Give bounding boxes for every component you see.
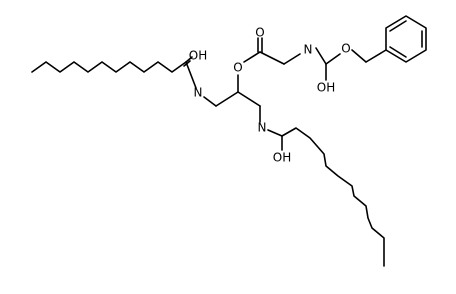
- atom-oh-amide-left: OH: [189, 49, 207, 63]
- atom-n-amide-left: N: [194, 86, 203, 100]
- atom-o-ester-carbonyl: O: [255, 26, 264, 40]
- o-carbonyl-carbon-bond: [243, 51, 261, 63]
- left-amide-co-bond: [185, 56, 193, 63]
- ch-ch2-right-bond: [237, 91, 261, 107]
- atom-nh-glycine: N: [304, 43, 313, 57]
- carbamate-c-o-bond: [325, 53, 341, 65]
- o-benzyl-ch2-bond: [351, 49, 367, 63]
- atom-o-ester-link: O: [233, 61, 242, 75]
- right-alkyl-chain: [281, 127, 385, 267]
- n-carbamate-bond: [315, 47, 327, 65]
- benzene-ring: [385, 15, 427, 63]
- ch2-n-glycine-bond: [283, 53, 301, 65]
- left-alkyl-chain: [31, 61, 187, 73]
- left-amide-cn-bond: [185, 61, 197, 89]
- atom-o-benzyloxy: O: [341, 42, 350, 56]
- benzyl-ring-bond: [365, 49, 387, 63]
- carbonyl-ch2-bond: [259, 51, 285, 65]
- left-n-ch2-bond: [203, 96, 217, 107]
- atom-oh-amide-right: OH: [273, 151, 291, 165]
- ch2-ch-bond: [215, 91, 239, 107]
- benzene-inner-1: [389, 20, 407, 32]
- atom-oh-carbamate: OH: [317, 81, 335, 95]
- n-right-amide-bond: [267, 129, 283, 137]
- benzene-inner-3: [389, 46, 407, 58]
- atom-n-amide-right: N: [258, 121, 267, 135]
